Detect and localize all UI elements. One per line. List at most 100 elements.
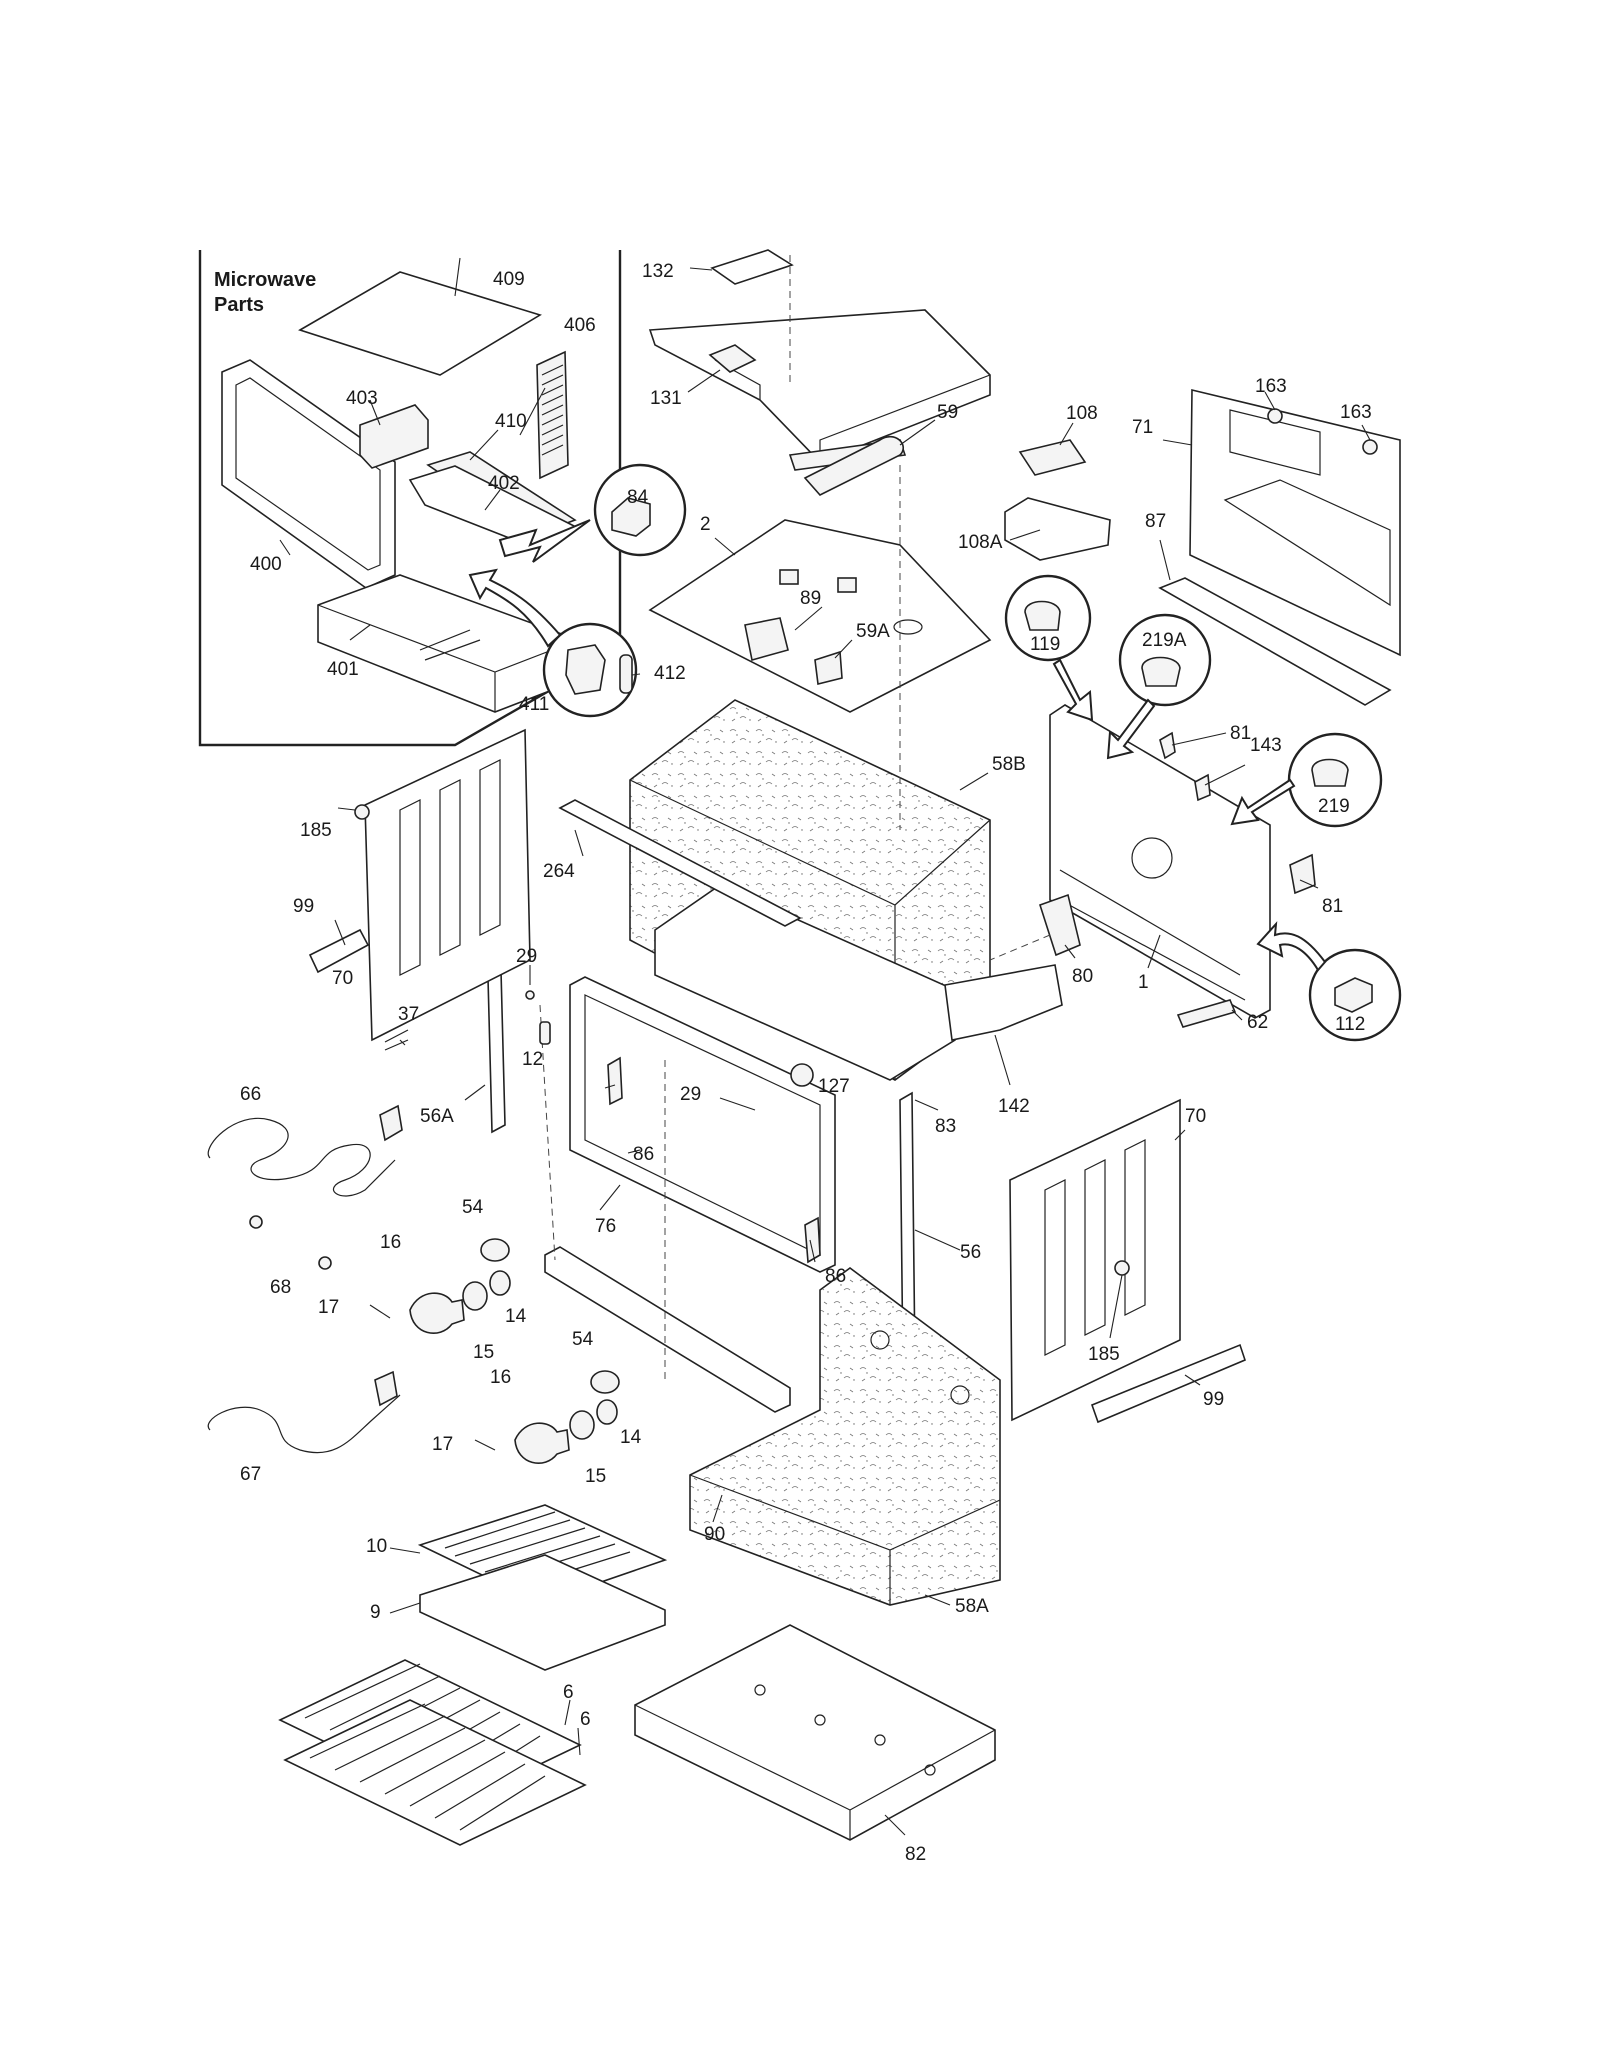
- control-panel-assembly: [1004, 574, 1402, 1042]
- part-86-hinge-left: [607, 1056, 623, 1106]
- part-58A-bottom-insulation: [689, 1267, 1001, 1606]
- label-59A: 59A: [856, 621, 890, 642]
- label-66: 66: [240, 1084, 261, 1105]
- label-99-left: 99: [293, 896, 314, 917]
- oven-cavity-assembly: [484, 255, 1063, 1606]
- part-409-top-cover: [298, 271, 542, 376]
- label-81-top: 81: [1230, 723, 1251, 744]
- label-17-upper: 17: [318, 1297, 339, 1318]
- label-14-lower: 14: [620, 1427, 642, 1448]
- part-185-right-grommet: [1114, 1260, 1130, 1276]
- label-219: 219: [1318, 796, 1350, 817]
- part-6-oven-rack-bottom: [283, 1699, 587, 1846]
- top-assembly: [648, 249, 1401, 713]
- label-119: 119: [1030, 634, 1060, 655]
- part-62-connector: [1176, 999, 1237, 1028]
- part-66-broil-element: [207, 1117, 396, 1197]
- part-127-element: [790, 1063, 814, 1087]
- label-410: 410: [495, 411, 527, 432]
- label-54-lower: 54: [572, 1329, 594, 1350]
- section-title-line1: Microwave: [214, 269, 316, 291]
- part-14-socket-1: [489, 1270, 511, 1296]
- label-58B: 58B: [992, 754, 1026, 775]
- part-412-fuse: [619, 654, 633, 694]
- label-87: 87: [1145, 511, 1166, 532]
- label-185-right: 185: [1088, 1344, 1120, 1365]
- label-86-right: 86: [825, 1266, 846, 1287]
- label-76: 76: [595, 1216, 616, 1237]
- part-400-front-frame: [221, 359, 396, 589]
- part-81-top-clip: [1159, 731, 1176, 760]
- part-12-pin: [539, 1021, 551, 1045]
- label-409: 409: [493, 269, 525, 290]
- right-side-assembly: [1009, 1098, 1246, 1424]
- label-142: 142: [998, 1096, 1030, 1117]
- label-108A: 108A: [958, 532, 1003, 553]
- part-87-rail: [1158, 577, 1392, 706]
- part-68-screw-a: [249, 1215, 263, 1229]
- label-16-lower: 16: [490, 1367, 511, 1388]
- part-163-b: [1362, 439, 1378, 455]
- label-62: 62: [1247, 1012, 1268, 1033]
- callout-112-arrow: [1256, 921, 1327, 972]
- part-81-lower-clip: [1289, 853, 1316, 895]
- label-185-left: 185: [300, 820, 332, 841]
- part-1-side-panel: [1049, 704, 1271, 1019]
- part-76-door-gasket-frame: [569, 976, 836, 1273]
- part-labels: 132 131 59 108 108A 71 163 163 87 409 40…: [240, 261, 1372, 1865]
- label-163-b: 163: [1340, 402, 1372, 423]
- part-9-broil-pan: [419, 1554, 666, 1671]
- label-29-left: 29: [516, 946, 537, 967]
- part-403-blower: [359, 404, 429, 469]
- part-84-switch: [611, 497, 651, 537]
- part-17-wire-1: [369, 1304, 391, 1319]
- label-127: 127: [818, 1076, 850, 1097]
- label-89: 89: [800, 588, 821, 609]
- label-264: 264: [543, 861, 575, 882]
- callout-119-arrow: [1052, 658, 1094, 722]
- label-6-top: 6: [563, 1682, 574, 1703]
- label-59: 59: [937, 402, 958, 423]
- part-119-thermostat: [1024, 600, 1061, 631]
- part-54-cover-2: [590, 1370, 620, 1394]
- label-10: 10: [366, 1536, 387, 1557]
- part-71-back-panel: [1189, 388, 1401, 657]
- part-86-hinge-right: [804, 1216, 821, 1264]
- part-163-a: [1267, 408, 1283, 424]
- label-143: 143: [1250, 735, 1282, 756]
- part-108A-bracket: [1004, 497, 1111, 561]
- label-6-bottom: 6: [580, 1709, 591, 1730]
- label-58A: 58A: [955, 1596, 989, 1617]
- label-83: 83: [935, 1116, 956, 1137]
- part-131-top-duct: [648, 309, 991, 463]
- label-400: 400: [250, 554, 282, 575]
- label-86-left: 86: [633, 1144, 654, 1165]
- part-99-left-bracket: [308, 928, 370, 974]
- label-67: 67: [240, 1464, 261, 1485]
- label-412: 412: [654, 663, 686, 684]
- label-56A: 56A: [420, 1106, 454, 1127]
- label-406: 406: [564, 315, 596, 336]
- label-163-a: 163: [1255, 376, 1287, 397]
- label-411: 411: [519, 694, 549, 715]
- label-90: 90: [704, 1524, 725, 1545]
- label-401: 401: [327, 659, 359, 680]
- part-15-bulb-1: [462, 1281, 488, 1311]
- part-70-side-panel-left: [364, 728, 531, 1042]
- callout-219A-arrow: [1106, 698, 1156, 760]
- label-403: 403: [346, 388, 378, 409]
- label-108: 108: [1066, 403, 1098, 424]
- label-80: 80: [1072, 966, 1093, 987]
- label-2: 2: [700, 514, 711, 535]
- leader-lines: [279, 267, 1371, 1836]
- label-70-right: 70: [1185, 1106, 1206, 1127]
- label-37: 37: [398, 1004, 419, 1025]
- label-71: 71: [1132, 417, 1153, 438]
- label-82: 82: [905, 1844, 926, 1865]
- label-12: 12: [522, 1049, 543, 1070]
- part-70-side-panel-right: [1009, 1098, 1181, 1422]
- part-411-thermostat: [565, 644, 606, 695]
- part-89-bracket: [744, 617, 789, 662]
- part-143-clip: [1194, 773, 1211, 802]
- label-54-upper: 54: [462, 1197, 484, 1218]
